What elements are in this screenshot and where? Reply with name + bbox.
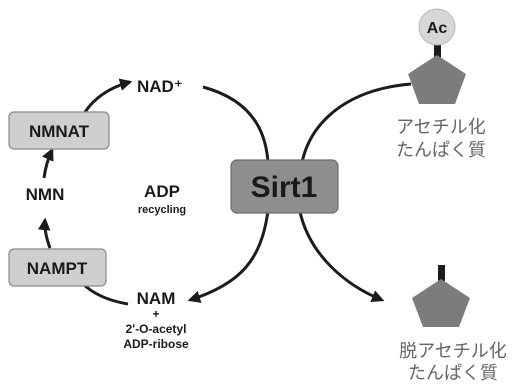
nmnat-box — [8, 111, 110, 150]
sirt1-label: Sirt1 — [251, 171, 318, 204]
adp-recycling-label: recycling — [138, 204, 186, 216]
acetylated-protein-pentagon-icon — [408, 42, 466, 104]
arrow-sirt1-to-nam — [187, 209, 270, 303]
arrow-nmn-to-nmnat — [42, 147, 54, 179]
byproduct-line2: ADP-ribose — [123, 337, 189, 351]
nam-label: NAM — [137, 289, 176, 308]
acetylated-label-line1: アセチル化 — [396, 117, 486, 138]
deacetylated-protein-pentagon-icon — [412, 265, 470, 327]
nad-label: NAD⁺ — [137, 77, 183, 96]
nmn-label: NMN — [26, 185, 65, 204]
nampt-box — [8, 248, 107, 287]
nmnat-label: NMNAT — [29, 122, 90, 141]
deacetylated-label-line2: たんぱく質 — [408, 363, 498, 384]
nam-plus-sign: + — [152, 307, 159, 321]
arrow-nampt-to-nmn — [37, 217, 52, 249]
deacetylated-label-line1: 脱アセチル化 — [399, 341, 507, 362]
acetylated-label-line2: たんぱく質 — [396, 140, 486, 161]
nampt-label: NAMPT — [27, 259, 88, 278]
adp-label: ADP — [144, 182, 180, 201]
arrow-sirt1-to-deacetylated-protein — [298, 211, 385, 303]
byproduct-line1: 2'-O-acetyl — [126, 322, 187, 336]
acetyl-group-label: Ac — [427, 20, 448, 37]
sirt1-box — [230, 159, 339, 214]
arrow-nmnat-to-nad — [83, 78, 133, 113]
acetyl-group-circle-icon: Ac — [418, 8, 456, 46]
